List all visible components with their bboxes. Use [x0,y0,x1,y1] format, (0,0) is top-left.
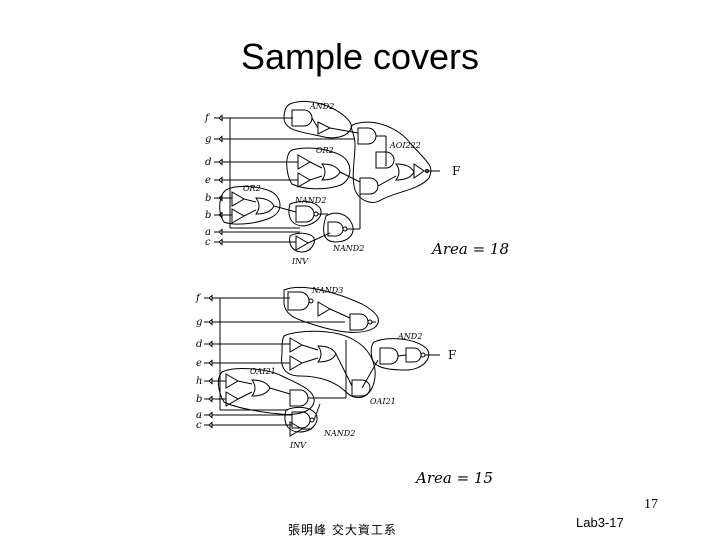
cover-2-output-f: F [448,348,456,362]
cover-1-label-and2: AND2 [309,102,334,111]
cover-1-label-or2-left: OR2 [243,184,261,193]
cover-1-input-b1: b [205,193,211,204]
cover-1-input-d: d [205,157,211,168]
cover-2-input-pins [204,294,213,429]
cover-2-label-oai21-a: OAI21 [250,367,276,376]
cover-1-input-b2: b [205,210,211,221]
slide-title: Sample covers [240,36,480,77]
cover-1-label-or2-top: OR2 [316,146,334,155]
cover-2-input-g: g [196,317,202,328]
cover-1-label-nand2-a: NAND2 [294,196,326,205]
cover-1-label-inv: INV [291,257,309,266]
cover-1-input-pins [214,114,223,246]
cover-1-label-nand2-b: NAND2 [332,244,364,253]
cover-1-output-f: F [452,164,460,178]
cover-2-label-oai21-b: OAI21 [370,397,396,406]
cover-1-input-f: f [204,113,211,124]
cover-2-label-nand3: NAND3 [311,286,343,295]
cover-2-input-b: b [196,394,202,405]
cover-2-area: Area = 15 [414,469,493,487]
cover-2-input-a: a [196,410,202,421]
cover-1-circuit [214,100,440,253]
page-number: 17 [644,497,658,512]
cover-1-label-aoi222: AOI222 [389,141,421,150]
cover-1-area: Area = 18 [430,240,509,258]
footer-lab-label: Lab3-17 [576,515,624,530]
cover-2-label-nand2: NAND2 [323,429,355,438]
cover-2-input-h: h [196,376,202,387]
cover-2-input-e: e [196,358,202,369]
cover-2-label-inv: INV [289,441,307,450]
cover-2-input-d: d [196,339,202,350]
cover-2-circuit [204,286,440,437]
cover-1-input-e: e [205,175,211,186]
cover-2-label-and2: AND2 [397,332,422,341]
cover-1-input-c: c [205,237,211,248]
cover-2-input-c: c [196,420,202,431]
cover-2-input-f: f [195,293,202,304]
cover-1-input-a: a [205,227,211,238]
cover-1-input-g: g [205,134,211,145]
footer-author: 張明峰 交大資工系 [288,523,397,537]
